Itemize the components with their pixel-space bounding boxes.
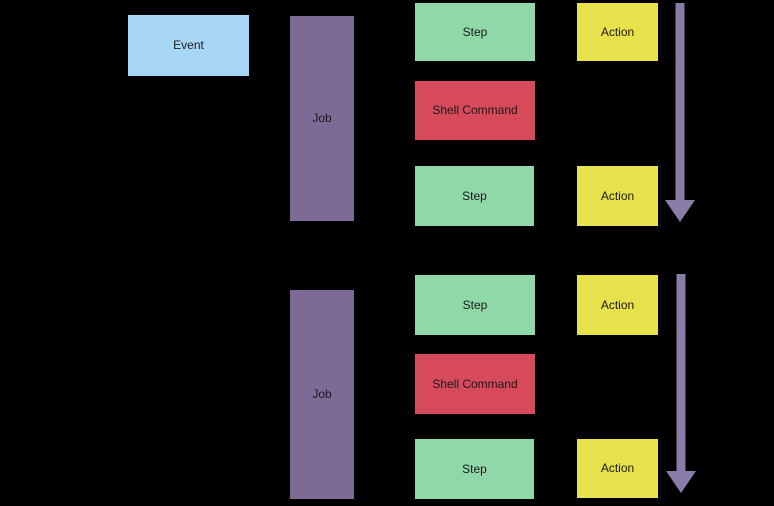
step-node-label: Step	[462, 24, 488, 39]
step-node-2-2: Step	[415, 439, 534, 499]
arrow-shaft	[676, 274, 686, 473]
flow-down-arrow-icon-1	[665, 3, 695, 222]
action-node-1-1: Action	[577, 3, 658, 61]
job-node-label: Job	[312, 111, 332, 126]
job-node-2: Job	[290, 290, 354, 499]
action-node-1-2: Action	[577, 166, 658, 226]
step-node-1-1: Step	[415, 3, 535, 61]
shell-command-node-2: Shell Command	[415, 354, 535, 414]
flow-down-arrow-icon-2	[666, 274, 696, 493]
shell-command-node-label: Shell Command	[432, 376, 518, 391]
shell-command-node-1: Shell Command	[415, 81, 535, 140]
shell-command-node-label: Shell Command	[432, 103, 518, 118]
action-node-label: Action	[600, 24, 635, 39]
event-node-label: Event	[173, 38, 204, 53]
action-node-2-2: Action	[577, 439, 658, 498]
step-node-label: Step	[462, 461, 487, 476]
action-node-label: Action	[600, 188, 635, 203]
arrow-head	[666, 471, 696, 493]
step-node-2-1: Step	[415, 275, 535, 335]
action-node-2-1: Action	[577, 275, 658, 335]
arrow-shaft	[675, 3, 685, 202]
step-node-1-2: Step	[415, 166, 534, 226]
step-node-label: Step	[462, 188, 487, 203]
step-node-label: Step	[462, 297, 488, 312]
event-node: Event	[128, 15, 249, 76]
arrow-head	[665, 200, 695, 222]
action-node-label: Action	[600, 297, 635, 312]
job-node-label: Job	[312, 387, 332, 402]
job-node-1: Job	[290, 16, 354, 221]
action-node-label: Action	[600, 461, 635, 476]
